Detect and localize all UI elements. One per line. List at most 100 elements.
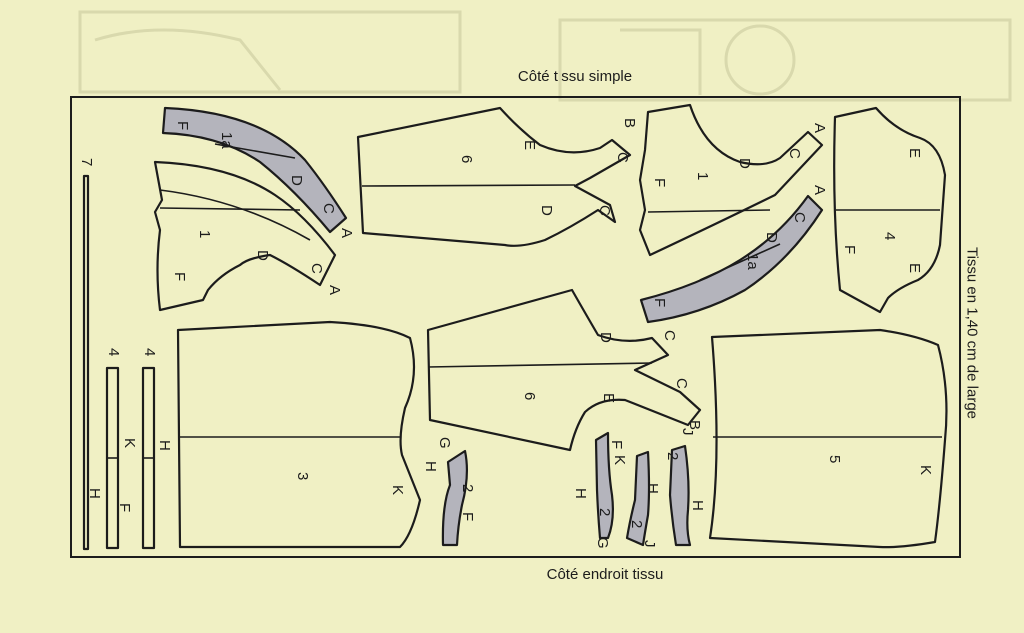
pattern-piece-outline xyxy=(176,320,422,549)
piece-mark-label: E xyxy=(906,263,923,273)
pattern-piece-outline xyxy=(638,103,824,257)
piece-mark-label: K xyxy=(611,455,628,465)
piece-6-top-num: 6 xyxy=(458,155,475,163)
grain-line xyxy=(699,243,781,281)
piece-2-c-num: 2 xyxy=(628,520,645,528)
piece-1-mid-num: 1 xyxy=(694,172,711,180)
ghost-shape xyxy=(78,10,462,94)
piece-6-top: 6 E D B C C xyxy=(356,106,638,247)
piece-mark-label: D xyxy=(597,332,614,343)
piece-3-num: 3 xyxy=(294,472,311,480)
piece-mark-label: H xyxy=(644,483,661,494)
piece-4b-num: 4 xyxy=(141,348,158,356)
caption-top: Côté tissu simple xyxy=(517,68,633,85)
piece-4-strips: 4 4 K H H F xyxy=(86,348,173,550)
piece-mark-label: C xyxy=(661,330,678,341)
piece-1a-top: 1a F D C A xyxy=(161,106,355,238)
piece-2-d: 2 J H xyxy=(664,428,706,547)
caption-bottom: Côté endroit tissu xyxy=(546,566,664,583)
piece-6-bot-num: 6 xyxy=(521,392,538,400)
piece-mark-label: F xyxy=(608,440,625,449)
pattern-piece-outline xyxy=(668,444,692,547)
piece-mark-label: J xyxy=(641,540,658,548)
piece-1a-mid: 1a A C D F xyxy=(639,185,828,324)
piece-mark-label: E xyxy=(600,393,617,403)
piece-mark-label: F xyxy=(171,272,188,281)
piece-mark-label: A xyxy=(811,123,828,133)
grain-line xyxy=(361,184,576,187)
piece-mark-label: C xyxy=(673,378,690,389)
background-ghost xyxy=(78,10,1012,102)
pattern-piece-outline xyxy=(426,288,702,452)
fabric-frame xyxy=(70,96,961,558)
pattern-piece-outline xyxy=(356,106,632,247)
piece-2-d-num: 2 xyxy=(664,452,681,460)
piece-1-mid: 1 D F A C xyxy=(638,103,828,257)
piece-4-right-num: 4 xyxy=(881,232,898,240)
piece-mark-label: K xyxy=(389,485,406,495)
piece-4-right: 4 E F E xyxy=(833,106,947,314)
pattern-piece-outline xyxy=(441,449,469,547)
grain-line xyxy=(159,207,301,211)
piece-mark-label: A xyxy=(326,285,343,295)
piece-1a-mid-num: 1a xyxy=(744,253,761,270)
piece-2-a: 2 G H F xyxy=(422,437,476,547)
piece-mark-label: F xyxy=(651,178,668,187)
grain-line xyxy=(159,189,311,241)
piece-mark-label: E xyxy=(521,140,538,150)
piece-7-num: 7 xyxy=(78,158,95,166)
piece-mark-label: D xyxy=(254,250,271,261)
piece-3: 3 K xyxy=(176,320,422,549)
piece-2-b-num: 2 xyxy=(596,508,613,516)
ghost-shape xyxy=(724,24,796,96)
piece-mark-label: C xyxy=(596,205,613,216)
piece-mark-label: C xyxy=(614,152,631,163)
pattern-piece-outline xyxy=(82,174,90,551)
piece-5: 5 K xyxy=(708,328,948,549)
piece-mark-label: D xyxy=(538,205,555,216)
pattern-piece-outline xyxy=(594,431,614,540)
piece-7-strip: 7 xyxy=(78,158,95,551)
piece-mark-label: H xyxy=(156,440,173,451)
piece-mark-label: A xyxy=(338,228,355,238)
piece-mark-label: C xyxy=(320,203,337,214)
piece-mark-label: H xyxy=(86,488,103,499)
piece-2-b: 2 F H G xyxy=(572,431,625,549)
piece-mark-label: C xyxy=(786,148,803,159)
pattern-piece-outline xyxy=(639,194,824,324)
grain-line xyxy=(427,362,653,368)
pattern-piece-outline xyxy=(161,106,348,234)
pattern-piece-outline xyxy=(708,328,948,549)
piece-mark-label: F xyxy=(651,298,668,307)
pattern-piece-outline xyxy=(625,450,651,547)
piece-mark-label: C xyxy=(308,263,325,274)
piece-4a-num: 4 xyxy=(105,348,122,356)
piece-1a-top-num: 1a xyxy=(218,132,235,149)
piece-mark-label: A xyxy=(811,185,828,195)
grain-line xyxy=(214,143,296,159)
piece-mark-label: K xyxy=(917,465,934,475)
piece-mark-label: B xyxy=(686,420,703,430)
piece-mark-label: F xyxy=(841,245,858,254)
piece-mark-label: D xyxy=(736,158,753,169)
piece-mark-label: D xyxy=(288,175,305,186)
piece-mark-label: G xyxy=(436,437,453,449)
piece-mark-label: C xyxy=(791,212,808,223)
piece-mark-label: F xyxy=(459,512,476,521)
piece-mark-label: J xyxy=(679,428,696,436)
grain-line xyxy=(647,209,771,213)
piece-1-left: 1 F D C A xyxy=(153,160,343,312)
piece-mark-label: F xyxy=(116,503,133,512)
piece-mark-label: H xyxy=(572,488,589,499)
pattern-piece-outline xyxy=(153,160,337,312)
piece-mark-label: H xyxy=(422,461,439,472)
piece-mark-label: F xyxy=(174,121,191,130)
piece-2-c: 2 K H J xyxy=(611,450,661,548)
piece-mark-label: B xyxy=(621,118,638,128)
piece-mark-label: K xyxy=(121,438,138,448)
piece-5-num: 5 xyxy=(826,455,843,463)
piece-mark-label: E xyxy=(906,148,923,158)
piece-6-bot: 6 D E C C B xyxy=(426,288,703,452)
piece-2-a-num: 2 xyxy=(459,484,476,492)
